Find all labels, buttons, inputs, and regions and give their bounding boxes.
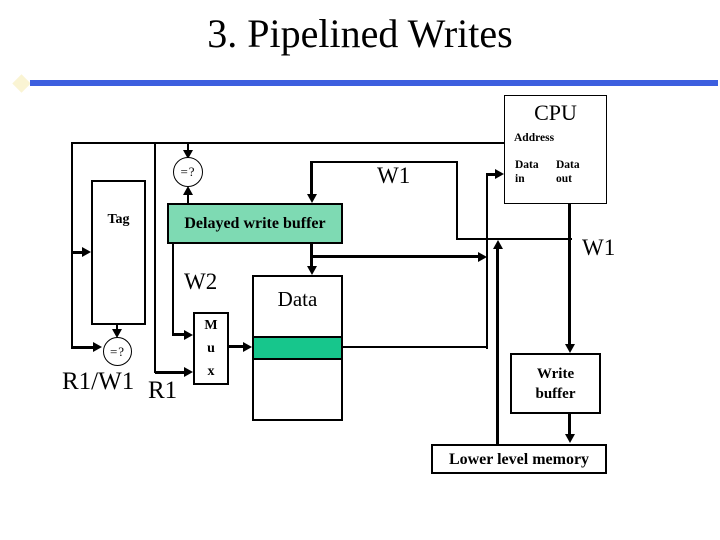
cpu-address-label: Address	[514, 132, 555, 144]
cpu-box: CPU Address Data in Data out	[504, 95, 607, 204]
write-buffer-line1: Write	[536, 366, 575, 382]
arrowhead-into-delayed-buffer	[307, 194, 317, 203]
arrowhead-into-mux-lower	[184, 367, 193, 377]
wire-w1-into-buffer	[310, 161, 313, 195]
stage-label-w1-write-path: W1	[377, 163, 411, 188]
tag-label: Tag	[107, 212, 130, 227]
arrowhead-up-to-junction	[493, 240, 503, 249]
wire-read-vertical	[486, 173, 488, 349]
wire-data-array-read-out	[343, 346, 488, 348]
data-array-box: Data	[252, 275, 343, 421]
tag-compare-top-circle: =?	[173, 157, 203, 187]
arrowhead-into-data-array	[307, 266, 317, 275]
cpu-data-out-port: Data out	[556, 158, 580, 186]
delayed-write-buffer-label: Delayed write buffer	[184, 214, 326, 232]
arrowhead-buffer-forward	[478, 252, 487, 262]
data-array-label: Data	[277, 287, 318, 311]
tag-compare-bottom-label: =?	[109, 343, 126, 359]
wire-w1-horizontal	[311, 161, 458, 163]
wire-buffer-to-comparator	[187, 194, 189, 204]
cpu-data-out-line2: out	[556, 173, 572, 185]
arrowhead-into-bottom-comparator	[93, 342, 102, 352]
wire-address-left-vertical	[71, 142, 73, 349]
arrowhead-into-lower-memory	[565, 434, 575, 443]
wire-dataout-vertical	[568, 204, 571, 345]
wire-into-tag	[72, 251, 83, 254]
cpu-data-out-line1: Data	[556, 159, 580, 171]
wire-tag-to-comparator	[116, 325, 118, 331]
wire-mid-vertical	[154, 142, 156, 373]
tag-compare-top-label: =?	[180, 164, 196, 179]
cpu-data-in-line2: in	[515, 173, 525, 185]
stage-label-r1-w1: R1/W1	[62, 368, 135, 395]
arrowhead-into-cpu-datain	[495, 169, 504, 179]
write-buffer-line2: buffer	[535, 386, 576, 402]
lower-level-memory-box: Lower level memory	[431, 444, 607, 474]
wire-w1-junction-horizontal	[456, 238, 572, 240]
cpu-title: CPU	[534, 100, 577, 125]
mux-label-line3: x	[207, 364, 215, 379]
cpu-data-in-port: Data in	[515, 158, 539, 186]
wire-into-mux-lower	[155, 371, 185, 374]
wire-into-top-comparator	[187, 142, 189, 151]
arrowhead-buffer-to-comparator	[183, 186, 193, 195]
lower-level-memory-label: Lower level memory	[448, 451, 590, 468]
mux-label-line2: u	[207, 341, 215, 356]
arrowhead-mux-to-data-array	[243, 342, 252, 352]
wire-into-bottom-comparator	[72, 346, 94, 349]
wire-buffer-forward-horizontal	[312, 255, 479, 258]
data-array-highlighted-row	[254, 336, 341, 360]
wire-into-mux-upper	[172, 333, 185, 336]
cpu-data-in-line1: Data	[515, 159, 539, 171]
arrowhead-into-top-comparator	[183, 150, 193, 159]
wire-lower-memory-vertical	[496, 248, 499, 444]
wire-w1-right-vertical	[456, 161, 458, 240]
title-underline	[30, 80, 718, 86]
stage-label-w1-data-out: W1	[582, 235, 616, 260]
stage-label-r1: R1	[148, 377, 178, 404]
arrowhead-into-write-buffer	[565, 344, 575, 353]
tag-compare-bottom-circle: =?	[103, 337, 132, 366]
tag-array-box: Tag	[91, 180, 146, 325]
wire-writebuffer-to-memory	[568, 414, 571, 435]
delayed-write-buffer-box: Delayed write buffer	[167, 203, 343, 244]
wire-buffer-to-mux-vertical	[172, 244, 174, 336]
slide-title: 3. Pipelined Writes	[207, 11, 513, 56]
mux-box: M u x	[193, 312, 229, 385]
write-buffer-box: Write buffer	[510, 353, 601, 414]
wire-into-cpu-datain	[488, 173, 496, 176]
arrowhead-into-mux-upper	[184, 330, 193, 340]
arrowhead-into-tag	[82, 247, 91, 257]
wire-buffer-to-data-array	[310, 244, 313, 267]
title-underline-tick	[12, 74, 31, 93]
mux-label-line1: M	[204, 318, 218, 333]
wire-address-horizontal	[72, 142, 505, 144]
arrowhead-tag-to-comparator	[112, 329, 122, 338]
stage-label-w2: W2	[184, 269, 218, 294]
wire-mux-to-data-array	[229, 345, 244, 348]
